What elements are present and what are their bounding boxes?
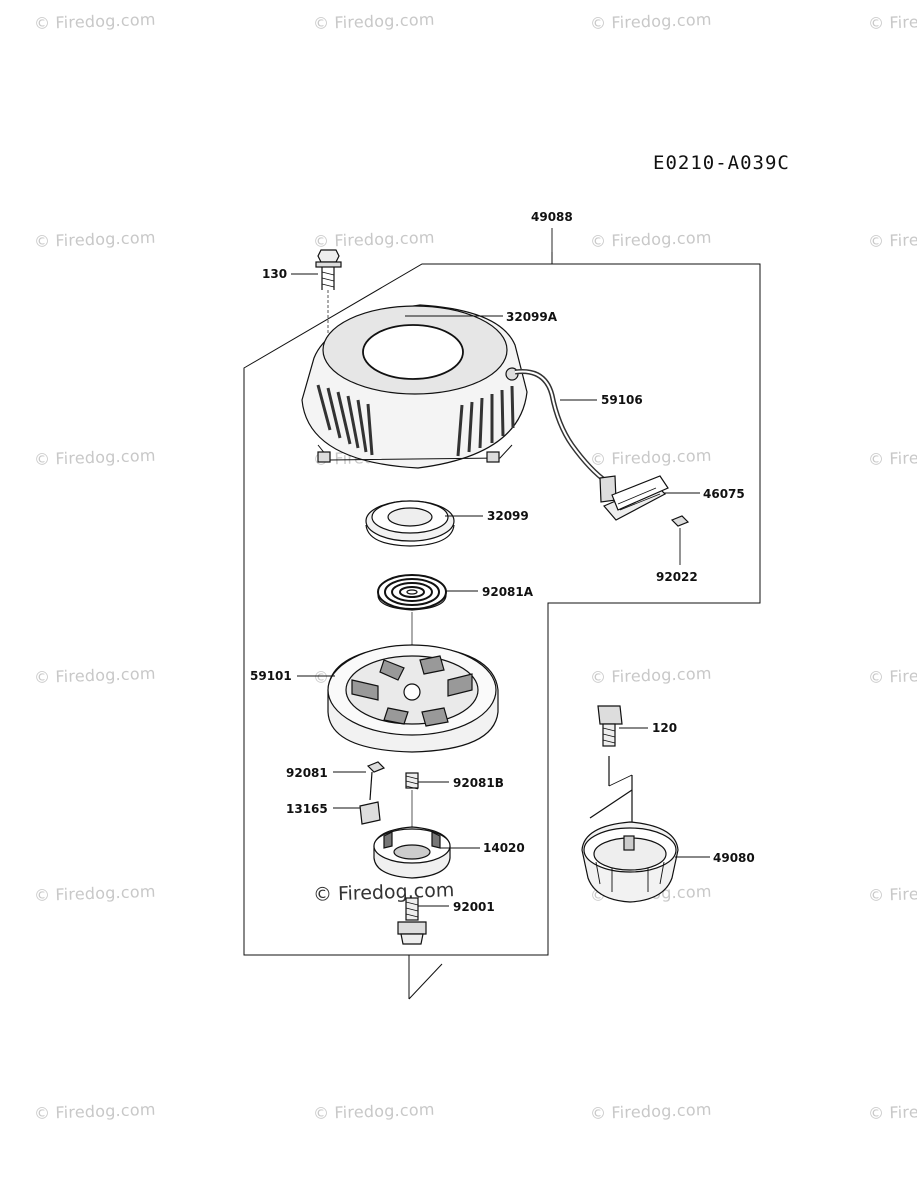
reel-32099-drawing [365,500,455,547]
part-label[interactable]: 59106 [601,393,643,407]
part-label[interactable]: 92022 [656,570,698,584]
part-label[interactable]: 92081 [286,766,328,780]
part-label[interactable]: 92081A [482,585,534,599]
part-label[interactable]: 59101 [250,669,292,683]
spiral-spring-drawing [377,574,447,611]
part-label[interactable]: 120 [652,721,678,735]
pawl-spring-drawing [366,761,386,801]
part-label[interactable]: 13165 [286,802,328,816]
cam-14020-drawing [373,826,451,879]
starter-case-drawing [301,304,528,469]
assembly-outline [243,252,761,1000]
part-label[interactable]: 92081B [453,776,504,790]
starter-handle-drawing [599,475,669,521]
diagram-code: E0210-A039C [653,152,790,174]
part-label[interactable]: 130 [262,267,288,281]
part-label[interactable]: 32099 [487,509,529,523]
pulley-59101-drawing [327,644,499,753]
ratchet-13165-drawing [359,801,381,825]
part-label[interactable]: 14020 [483,841,525,855]
spring-92081B-drawing [405,772,419,830]
clip-92022-drawing [670,515,690,527]
part-label[interactable]: 49088 [531,210,573,224]
part-label[interactable]: 32099A [506,310,558,324]
part-label[interactable]: 46075 [703,487,745,501]
part-label[interactable]: 49080 [713,851,755,865]
bolt-120-drawing [589,705,633,840]
cup-49080-drawing [581,821,679,903]
part-label[interactable]: 92001 [453,900,495,914]
bolt-92001-drawing [397,897,427,945]
leader-lines [291,228,710,907]
